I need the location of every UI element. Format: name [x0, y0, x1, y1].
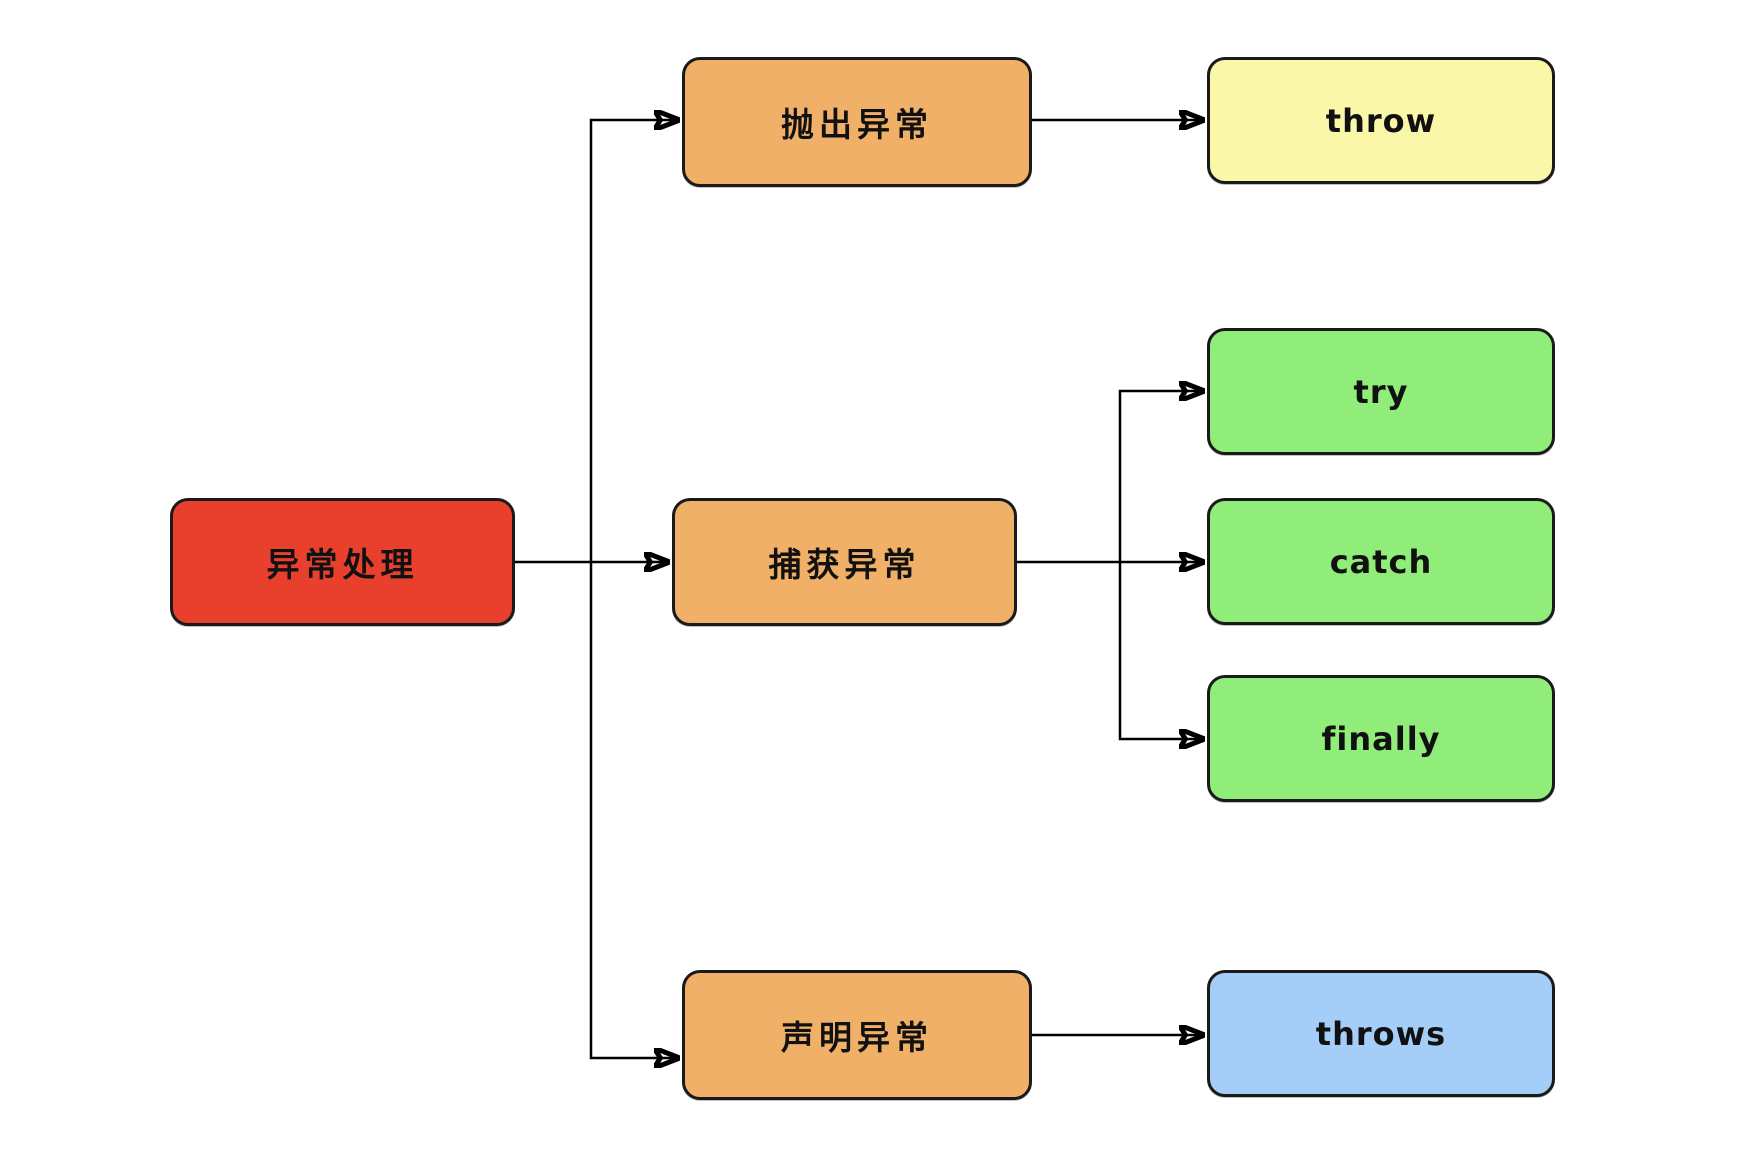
node-keyword-catch-label: catch — [1329, 542, 1433, 581]
node-keyword-finally[interactable]: finally — [1207, 675, 1555, 802]
node-keyword-try-label: try — [1353, 372, 1409, 411]
node-declare-exception[interactable]: 声明异常 — [682, 970, 1032, 1100]
node-catch-exception-label: 捕获异常 — [768, 545, 921, 584]
edge-root-to-declare-branch — [589, 562, 678, 1058]
node-exception-handling-label: 异常处理 — [266, 545, 419, 584]
node-keyword-try[interactable]: try — [1207, 328, 1555, 455]
node-keyword-throws-label: throws — [1315, 1014, 1447, 1053]
node-declare-exception-label: 声明异常 — [781, 1018, 933, 1057]
node-keyword-throw[interactable]: throw — [1207, 57, 1555, 184]
node-keyword-catch[interactable]: catch — [1207, 498, 1555, 625]
node-throw-exception[interactable]: 抛出异常 — [682, 57, 1032, 187]
node-throw-exception-label: 抛出异常 — [781, 105, 933, 144]
edge-root-to-throw-branch — [589, 120, 678, 562]
node-keyword-finally-label: finally — [1321, 719, 1441, 758]
edge-catch-branch-to-try — [1118, 391, 1203, 562]
node-exception-handling[interactable]: 异常处理 — [170, 498, 515, 626]
edge-catch-branch-to-finally — [1118, 562, 1203, 739]
node-catch-exception[interactable]: 捕获异常 — [672, 498, 1017, 626]
node-keyword-throw-label: throw — [1325, 101, 1437, 140]
node-keyword-throws[interactable]: throws — [1207, 970, 1555, 1097]
